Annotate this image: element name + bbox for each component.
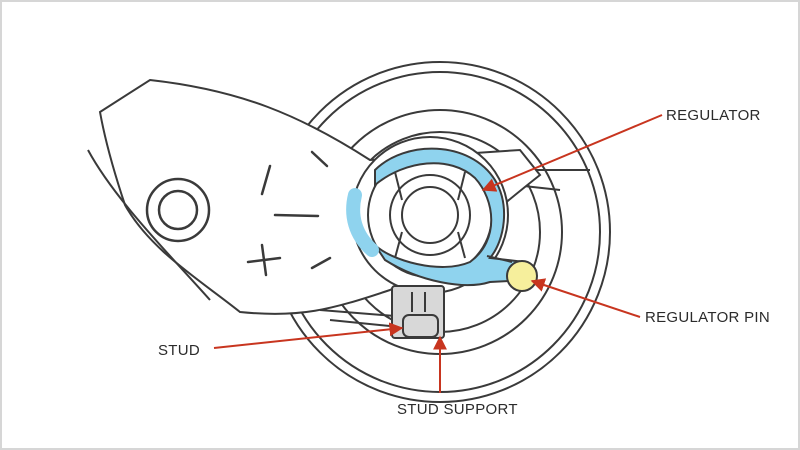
regulator-slot (486, 255, 513, 263)
minus-mark-4 (310, 256, 332, 270)
label-stud: STUD (158, 342, 200, 359)
label-regulator: REGULATOR (666, 107, 761, 124)
label-stud-support: STUD SUPPORT (397, 401, 518, 418)
minus-mark-2 (310, 150, 329, 168)
regulator-left-curb (346, 188, 379, 257)
balance-cock-inner-edge (87, 149, 211, 301)
arrow-stud (213, 322, 404, 349)
regulator-pin (506, 260, 538, 292)
minus-mark-1 (260, 164, 272, 196)
screw (145, 177, 211, 243)
label-regulator-pin: REGULATOR PIN (645, 309, 770, 326)
arrow-regulator (481, 114, 663, 192)
minus-mark-3 (273, 213, 320, 218)
annotation-arrows (213, 114, 663, 393)
plus-mark-vertical (260, 243, 268, 277)
arrow-regulator-pin (530, 278, 641, 318)
hub (351, 136, 509, 294)
index-marks (246, 150, 332, 277)
stud (402, 314, 439, 338)
